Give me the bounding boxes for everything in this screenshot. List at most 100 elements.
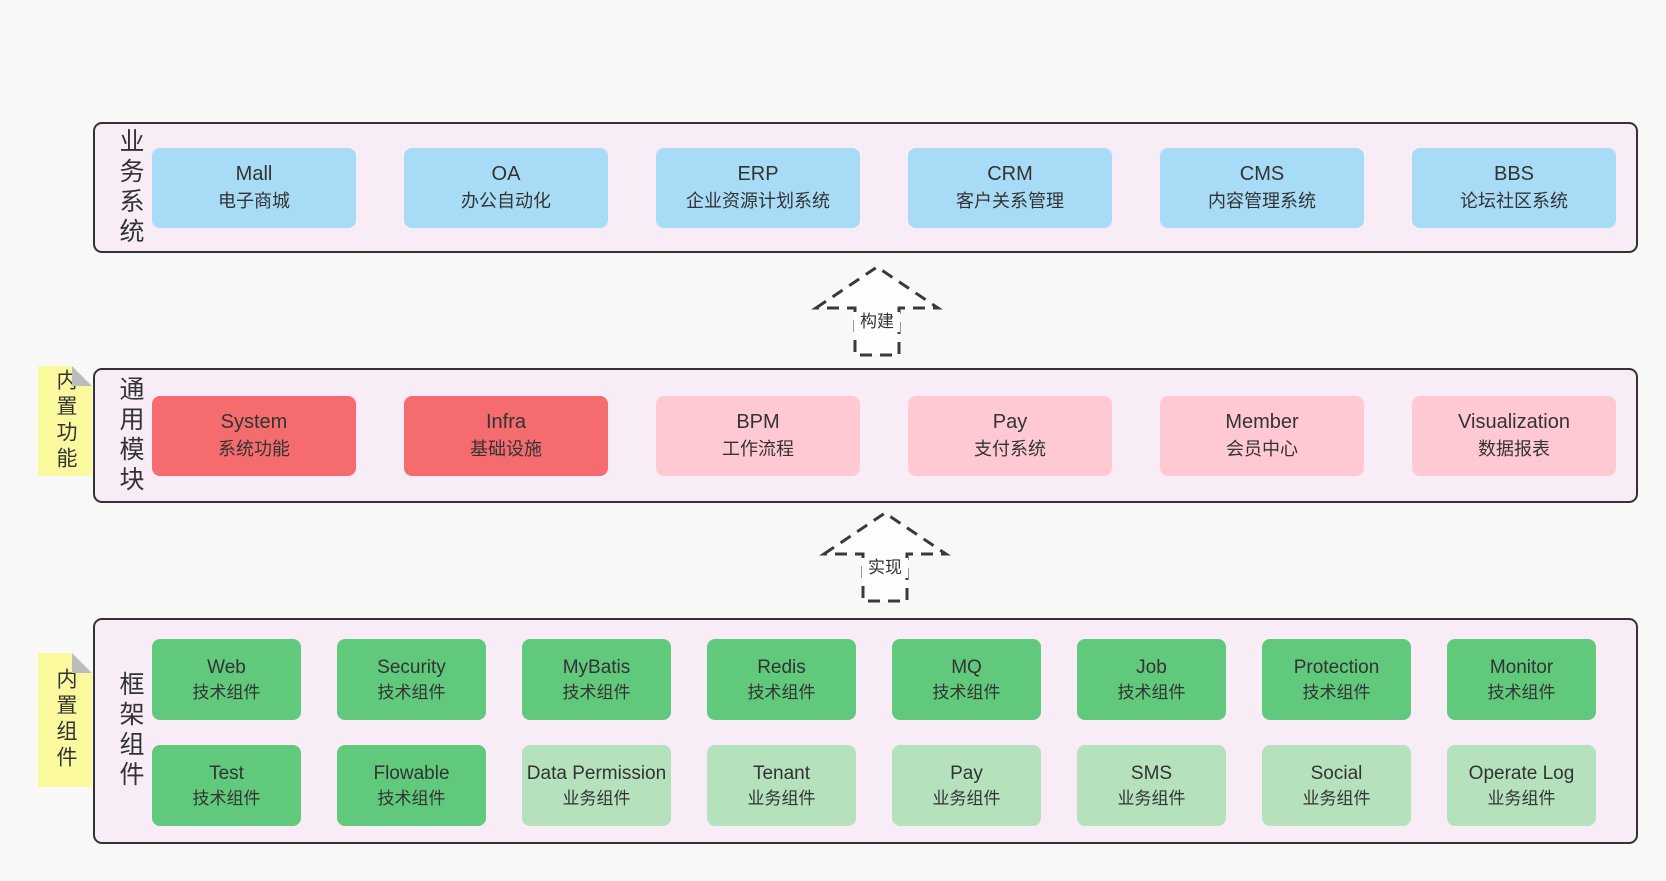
box-subtitle: 技术组件	[377, 788, 446, 808]
box-pay: Pay 支付系统	[908, 395, 1112, 476]
box-title: MQ	[951, 657, 982, 678]
box-tenant: Tenant 业务组件	[707, 745, 856, 826]
box-title: Pay	[992, 411, 1028, 434]
box-visualization: Visualization 数据报表	[1412, 395, 1616, 476]
up-arrow-icon: 实现	[819, 511, 951, 603]
component-row-2: Test 技术组件 Flowable 技术组件 Data Permission …	[152, 745, 1636, 826]
up-arrow-icon: 构建	[811, 265, 943, 357]
box-subtitle: 基础设施	[470, 439, 542, 460]
build-arrow-label: 构建	[860, 312, 894, 331]
box-subtitle: 技术组件	[932, 682, 1001, 702]
box-subtitle: 技术组件	[192, 788, 261, 808]
box-title: Pay	[950, 763, 983, 784]
box-title: CMS	[1239, 163, 1285, 186]
framework-components-band: 框架组件 Web 技术组件 Security 技术组件 MyBatis 技术组件…	[93, 618, 1638, 844]
box-subtitle: 电子商城	[218, 191, 290, 212]
box-title: Monitor	[1489, 657, 1554, 678]
box-mall: Mall 电子商城	[152, 147, 356, 228]
build-arrow: 构建	[810, 262, 944, 358]
module-boxes: System 系统功能 Infra 基础设施 BPM 工作流程 Pay 支付系统…	[152, 370, 1636, 501]
box-title: OA	[491, 163, 521, 186]
box-subtitle: 技术组件	[1117, 682, 1186, 702]
box-subtitle: 技术组件	[377, 682, 446, 702]
box-system: System 系统功能	[152, 395, 356, 476]
box-subtitle: 办公自动化	[461, 191, 551, 212]
sticky-note-builtin-components: 内置组件	[38, 653, 92, 787]
box-title: Job	[1136, 657, 1167, 678]
box-title: Infra	[485, 411, 527, 434]
box-social: Social 业务组件	[1262, 745, 1411, 826]
common-modules-band: 通用模块 System 系统功能 Infra 基础设施 BPM 工作流程 Pay…	[93, 368, 1638, 503]
box-crm: CRM 客户关系管理	[908, 147, 1112, 228]
box-test: Test 技术组件	[152, 745, 301, 826]
box-operate-log: Operate Log 业务组件	[1447, 745, 1596, 826]
business-boxes: Mall 电子商城 OA 办公自动化 ERP 企业资源计划系统 CRM 客户关系…	[152, 124, 1636, 251]
box-subtitle: 客户关系管理	[956, 191, 1064, 212]
box-bbs: BBS 论坛社区系统	[1412, 147, 1616, 228]
box-title: Social	[1310, 763, 1363, 784]
box-title: ERP	[737, 163, 779, 186]
box-title: BPM	[736, 411, 780, 434]
box-subtitle: 论坛社区系统	[1460, 191, 1568, 212]
box-title: CRM	[987, 163, 1033, 186]
box-subtitle: 业务组件	[562, 788, 631, 808]
box-title: Security	[377, 657, 446, 678]
box-redis: Redis 技术组件	[707, 639, 856, 720]
box-title: MyBatis	[562, 657, 631, 678]
box-bpm: BPM 工作流程	[656, 395, 860, 476]
box-subtitle: 技术组件	[1302, 682, 1371, 702]
box-subtitle: 数据报表	[1478, 439, 1550, 460]
box-member: Member 会员中心	[1160, 395, 1364, 476]
box-web: Web 技术组件	[152, 639, 301, 720]
component-row-1: Web 技术组件 Security 技术组件 MyBatis 技术组件 Redi…	[152, 639, 1636, 720]
box-data-permission: Data Permission 业务组件	[522, 745, 671, 826]
box-mybatis: MyBatis 技术组件	[522, 639, 671, 720]
box-security: Security 技术组件	[337, 639, 486, 720]
box-subtitle: 技术组件	[747, 682, 816, 702]
box-title: BBS	[1493, 163, 1535, 186]
implement-arrow-label: 实现	[868, 558, 902, 577]
box-infra: Infra 基础设施	[404, 395, 608, 476]
box-title: Visualization	[1458, 411, 1570, 434]
box-title: System	[220, 411, 288, 434]
box-subtitle: 企业资源计划系统	[686, 191, 830, 212]
box-title: Flowable	[373, 763, 450, 784]
box-title: Operate Log	[1468, 763, 1575, 784]
box-subtitle: 技术组件	[1487, 682, 1556, 702]
box-title: Data Permission	[526, 763, 667, 784]
box-subtitle: 支付系统	[974, 439, 1046, 460]
sticky-note-label: 内置组件	[54, 668, 77, 772]
box-job: Job 技术组件	[1077, 639, 1226, 720]
business-systems-band: 业务系统 Mall 电子商城 OA 办公自动化 ERP 企业资源计划系统 CRM…	[93, 122, 1638, 253]
box-subtitle: 业务组件	[932, 788, 1001, 808]
sticky-note-builtin-features: 内置功能	[38, 366, 92, 476]
box-subtitle: 技术组件	[192, 682, 261, 702]
box-title: Mall	[235, 163, 273, 186]
box-sms: SMS 业务组件	[1077, 745, 1226, 826]
box-monitor: Monitor 技术组件	[1447, 639, 1596, 720]
component-rows: Web 技术组件 Security 技术组件 MyBatis 技术组件 Redi…	[152, 620, 1636, 842]
box-subtitle: 系统功能	[218, 439, 290, 460]
box-subtitle: 内容管理系统	[1208, 191, 1316, 212]
box-subtitle: 技术组件	[562, 682, 631, 702]
box-subtitle: 业务组件	[1487, 788, 1556, 808]
implement-arrow: 实现	[818, 508, 952, 604]
box-title: SMS	[1130, 763, 1173, 784]
box-title: Tenant	[752, 763, 811, 784]
band-label-components: 框架组件	[116, 671, 144, 791]
box-subtitle: 工作流程	[722, 439, 794, 460]
folded-corner-icon	[72, 366, 92, 386]
box-erp: ERP 企业资源计划系统	[656, 147, 860, 228]
band-label-modules: 通用模块	[116, 375, 144, 496]
sticky-note-label: 内置功能	[54, 369, 77, 473]
box-pay-biz: Pay 业务组件	[892, 745, 1041, 826]
box-subtitle: 会员中心	[1226, 439, 1298, 460]
box-protection: Protection 技术组件	[1262, 639, 1411, 720]
box-subtitle: 业务组件	[1302, 788, 1371, 808]
box-title: Protection	[1293, 657, 1380, 678]
box-cms: CMS 内容管理系统	[1160, 147, 1364, 228]
box-title: Member	[1225, 411, 1299, 434]
band-label-business: 业务系统	[116, 127, 144, 248]
box-title: Web	[207, 657, 246, 678]
